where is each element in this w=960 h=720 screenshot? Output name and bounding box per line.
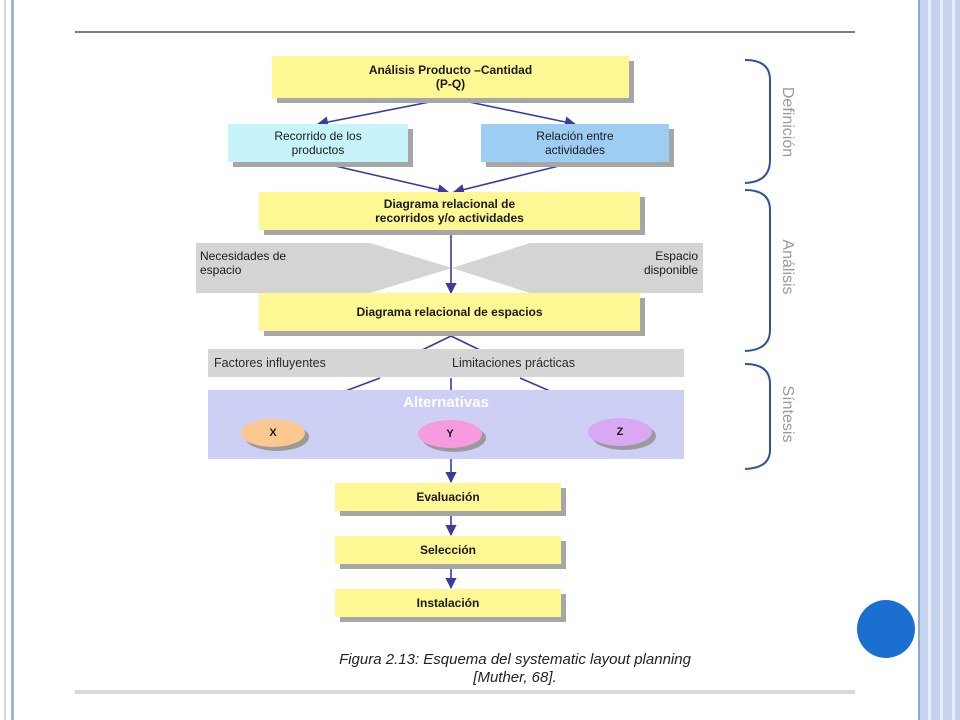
alternatives-title: Alternativas	[403, 394, 489, 411]
node-instalacion: Instalación	[335, 589, 561, 617]
bowtie-left-shape	[196, 243, 452, 293]
top-rule	[75, 31, 855, 33]
alternative-z: Z	[588, 418, 652, 446]
bowtie-right-shape	[452, 243, 703, 293]
figure-caption: Figura 2.13: Esquema del systematic layo…	[339, 651, 691, 686]
node-analisis-pq: Análisis Producto –Cantidad (P-Q)	[272, 56, 629, 98]
right-border-stripe	[940, 0, 943, 720]
bracket-analisis	[744, 189, 771, 352]
edge-relacion-diagrama	[452, 161, 576, 196]
node-relacion-actividades: Relación entre actividades	[481, 124, 669, 162]
label-espacio-disponible: Espacio disponible	[643, 249, 698, 277]
edge-recorrido-diagrama	[317, 161, 450, 196]
node-diagrama-espacios: Diagrama relacional de espacios	[259, 293, 640, 331]
label-limitaciones-practicas: Limitaciones prácticas	[452, 356, 575, 370]
alternative-y: Y	[418, 420, 482, 448]
edge-analisis-recorrido	[316, 97, 451, 128]
bracket-definicion	[744, 59, 771, 184]
node-seleccion: Selección	[335, 536, 561, 564]
right-border-stripe	[928, 0, 931, 720]
node-diagrama-relacional: Diagrama relacional de recorridos y/o ac…	[259, 192, 640, 230]
alternative-x: X	[241, 419, 305, 447]
slide-nav-dot[interactable]	[857, 600, 915, 658]
bracket-sintesis	[744, 363, 771, 470]
edge-analisis-relacion	[449, 97, 577, 128]
factors-bar: Factores influyentes Limitaciones prácti…	[208, 349, 684, 377]
phase-label-analisis: Análisis	[779, 239, 796, 295]
node-recorrido-productos: Recorrido de los productos	[228, 124, 408, 162]
label-factores-influyentes: Factores influyentes	[214, 356, 326, 370]
phase-label-definicion: Definición	[779, 86, 796, 158]
right-border-stripe	[952, 0, 955, 720]
label-necesidades-espacio: Necesidades de espacio	[200, 249, 287, 277]
left-border	[0, 0, 14, 720]
bottom-rule	[75, 690, 855, 694]
phase-label-sintesis: Síntesis	[779, 385, 796, 443]
right-border	[918, 0, 960, 720]
node-evaluacion: Evaluación	[335, 483, 561, 511]
